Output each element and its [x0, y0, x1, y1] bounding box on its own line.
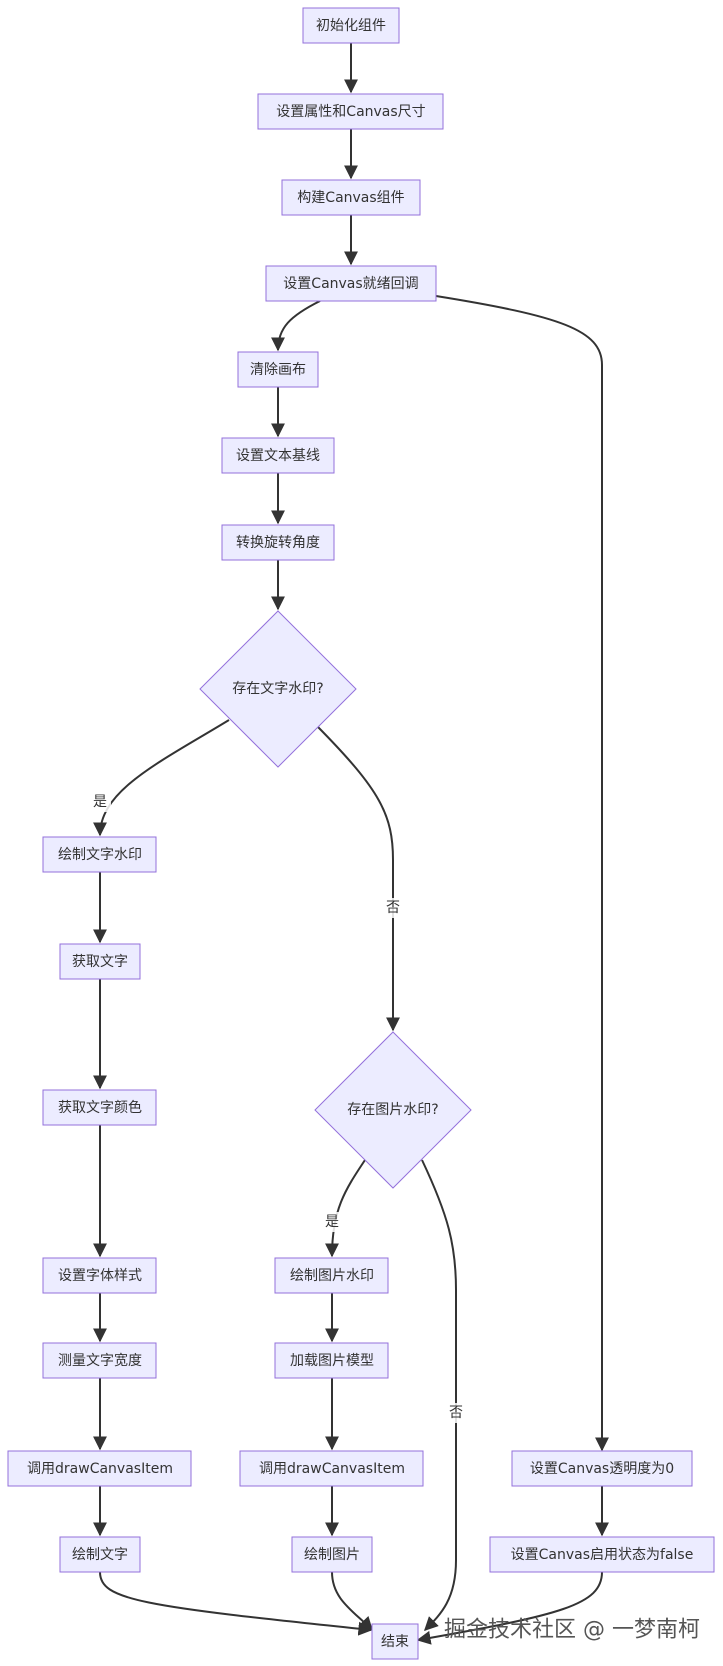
watermark-text: 掘金技术社区 @ 一梦南柯 — [444, 1618, 700, 1643]
node-set-props-label: 设置属性和Canvas尺寸 — [276, 104, 425, 120]
edge-labels: 是 否 是 否 — [89, 792, 467, 1423]
node-rotate: 转换旋转角度 — [221, 524, 335, 561]
node-set-enabled-label: 设置Canvas启用状态为false — [511, 1547, 694, 1563]
node-has-image-label: 存在图片水印? — [347, 1102, 438, 1118]
node-get-text-label: 获取文字 — [72, 954, 128, 970]
node-baseline: 设置文本基线 — [221, 437, 335, 474]
edge-label-img-yes: 是 — [325, 1214, 339, 1230]
node-draw-text-wm: 绘制文字水印 — [42, 836, 157, 873]
node-draw-text-wm-label: 绘制文字水印 — [58, 847, 142, 863]
node-ready-cb: 设置Canvas就绪回调 — [265, 265, 437, 302]
node-draw-text: 绘制文字 — [59, 1536, 141, 1573]
edge-readycb-clear — [271, 300, 321, 352]
node-load-img-label: 加载图片模型 — [290, 1353, 374, 1369]
edge-label-text-no: 否 — [386, 900, 400, 916]
edge-readycb-opacity — [435, 295, 609, 1452]
edge-label-text-yes: 是 — [93, 794, 107, 810]
edge-hastext-yes — [93, 719, 230, 837]
node-end-label: 结束 — [381, 1634, 409, 1650]
node-build-canvas-label: 构建Canvas组件 — [297, 190, 404, 206]
edge-enabled-end — [416, 1571, 603, 1645]
node-call-draw-1-label: 调用drawCanvasItem — [27, 1461, 173, 1477]
edge-hasimage-no — [421, 1159, 457, 1631]
node-call-draw-2-label: 调用drawCanvasItem — [259, 1461, 405, 1477]
node-draw-img-wm: 绘制图片水印 — [274, 1257, 389, 1294]
node-draw-text-label: 绘制文字 — [72, 1547, 128, 1563]
node-has-text-label: 存在文字水印? — [232, 681, 323, 697]
node-init-label: 初始化组件 — [316, 17, 386, 34]
edge-hastext-no — [317, 726, 400, 1032]
node-end: 结束 — [371, 1623, 419, 1660]
node-has-text: 存在文字水印? — [199, 610, 357, 768]
node-ready-cb-label: 设置Canvas就绪回调 — [283, 276, 418, 292]
edge-label-img-no: 否 — [449, 1405, 463, 1421]
node-font-style: 设置字体样式 — [42, 1257, 157, 1294]
node-measure-label: 测量文字宽度 — [58, 1352, 142, 1369]
node-build-canvas: 构建Canvas组件 — [281, 179, 421, 216]
node-has-image: 存在图片水印? — [314, 1031, 472, 1189]
edge-hasimage-yes — [325, 1159, 366, 1258]
node-clear: 清除画布 — [237, 351, 319, 388]
node-draw-img: 绘制图片 — [291, 1536, 373, 1573]
node-draw-img-label: 绘制图片 — [304, 1547, 360, 1563]
node-clear-label: 清除画布 — [250, 362, 306, 378]
node-load-img: 加载图片模型 — [274, 1342, 389, 1379]
node-set-props: 设置属性和Canvas尺寸 — [257, 93, 444, 130]
node-baseline-label: 设置文本基线 — [236, 447, 320, 464]
edge-drawimg-end — [331, 1571, 373, 1632]
node-set-opacity: 设置Canvas透明度为0 — [511, 1450, 693, 1487]
node-get-color-label: 获取文字颜色 — [58, 1099, 142, 1116]
node-get-color: 获取文字颜色 — [42, 1089, 157, 1126]
node-call-draw-1: 调用drawCanvasItem — [7, 1450, 192, 1487]
node-init: 初始化组件 — [302, 7, 400, 44]
node-rotate-label: 转换旋转角度 — [236, 534, 320, 551]
node-set-opacity-label: 设置Canvas透明度为0 — [530, 1461, 674, 1477]
node-font-style-label: 设置字体样式 — [58, 1268, 142, 1284]
node-draw-img-wm-label: 绘制图片水印 — [290, 1268, 374, 1284]
node-get-text: 获取文字 — [59, 943, 141, 980]
nodes: 初始化组件 设置属性和Canvas尺寸 构建Canvas组件 设置Canvas就… — [7, 7, 715, 1660]
edge-drawtext-end — [99, 1571, 373, 1636]
edges — [93, 43, 609, 1645]
node-call-draw-2: 调用drawCanvasItem — [239, 1450, 424, 1487]
node-set-enabled: 设置Canvas启用状态为false — [489, 1536, 715, 1573]
node-measure: 测量文字宽度 — [42, 1342, 157, 1379]
